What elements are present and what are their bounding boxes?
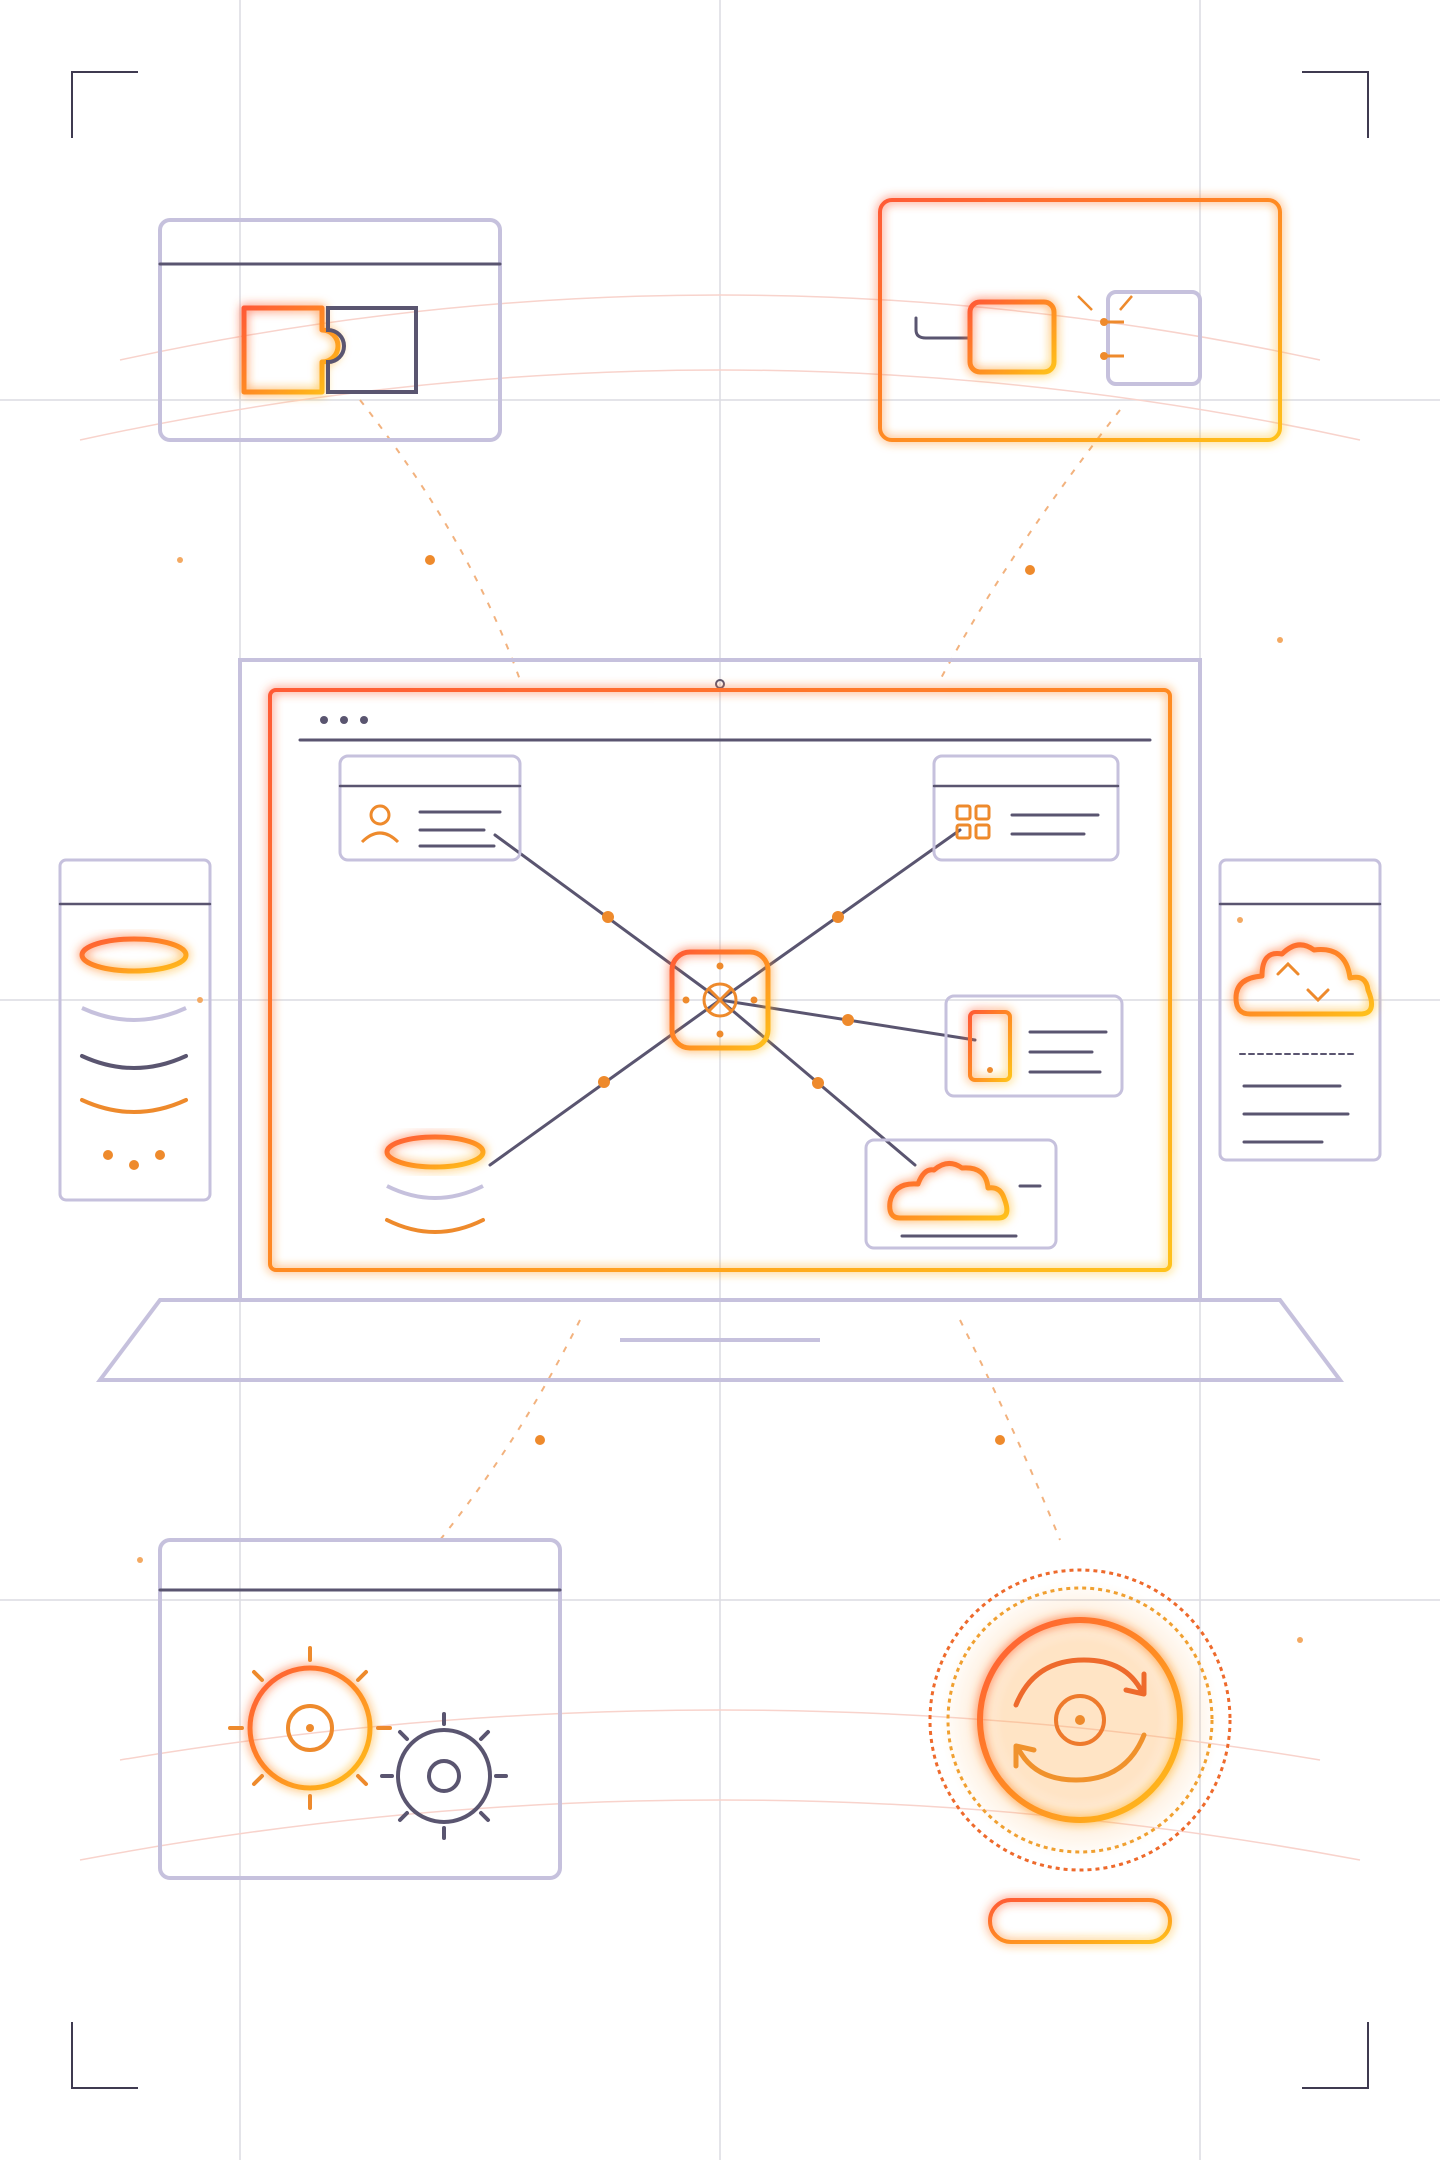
refresh-icon xyxy=(1013,1657,1147,1783)
cloud-sync-icon xyxy=(1233,942,1375,1017)
cloud-card xyxy=(864,1138,1058,1250)
gear-icon xyxy=(228,1646,508,1840)
cloud-sync-panel xyxy=(1218,858,1382,1162)
laptop xyxy=(96,658,1344,1382)
hub-connections xyxy=(488,828,977,1167)
user-card xyxy=(338,754,522,862)
refresh-dial xyxy=(928,1568,1232,1944)
database-icon xyxy=(384,1134,486,1234)
plug-icon xyxy=(914,290,1202,386)
apps-card xyxy=(932,754,1120,862)
puzzle-window xyxy=(158,218,502,442)
storage-panel xyxy=(58,858,212,1202)
puzzle-icon xyxy=(241,305,418,395)
hub-icon xyxy=(669,949,771,1051)
mobile-icon xyxy=(968,1010,1012,1082)
cloud-icon xyxy=(887,1161,1010,1221)
scattered-dots xyxy=(137,555,1303,1643)
laptop-screen xyxy=(268,688,1172,1272)
gears-window xyxy=(158,1538,562,1880)
corner-marks xyxy=(71,71,1369,2089)
grid-apps-icon xyxy=(955,804,991,840)
user-icon xyxy=(360,804,400,844)
plug-window xyxy=(878,198,1282,442)
dashed-connectors xyxy=(359,399,1121,1541)
mobile-card xyxy=(944,994,1124,1098)
